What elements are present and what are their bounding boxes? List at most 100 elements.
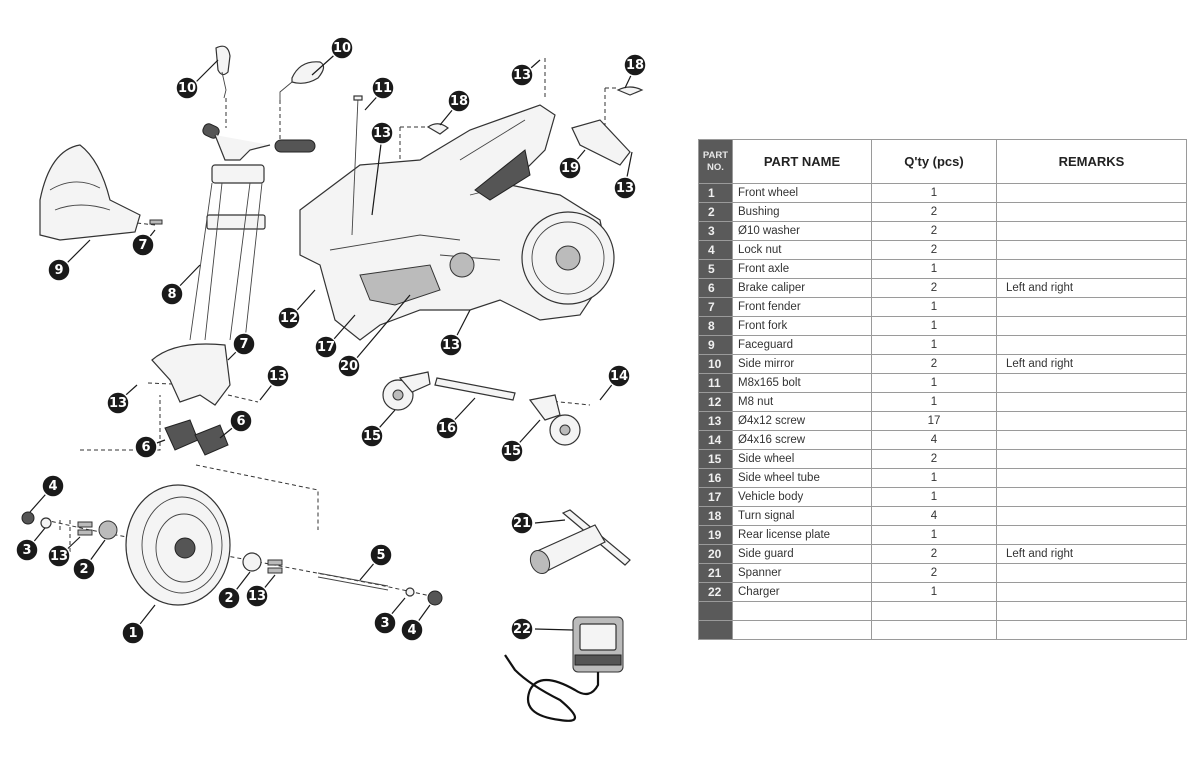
callout-badge xyxy=(131,233,155,257)
callout-screw-seat: 13 xyxy=(510,63,534,87)
part-no-cell: 14 xyxy=(698,430,733,450)
front-fender xyxy=(151,343,231,406)
part-no-cell: 7 xyxy=(698,297,733,317)
callout-number: 19 xyxy=(561,161,579,176)
callout-badge xyxy=(613,176,637,200)
table-header-row: PART NO. PART NAME Q'ty (pcs) REMARKS xyxy=(698,139,1187,184)
callout-number: 1 xyxy=(128,626,137,641)
qty-cell xyxy=(871,601,997,621)
callout-number: 14 xyxy=(610,369,628,384)
part-name-cell: Rear license plate xyxy=(732,525,872,545)
callout-side-guard: 20 xyxy=(337,354,361,378)
callout-number: 7 xyxy=(138,238,147,253)
callout-spanner: 21 xyxy=(510,511,534,535)
remarks-cell xyxy=(996,373,1187,393)
qty-cell: 1 xyxy=(871,392,997,412)
part-name-cell xyxy=(732,601,872,621)
callout-number: 6 xyxy=(141,440,150,455)
part-no-cell: 15 xyxy=(698,449,733,469)
callout-badge xyxy=(510,511,534,535)
lock-nut-right xyxy=(427,590,443,606)
qty-cell: 1 xyxy=(871,259,997,279)
callout-brake-caliper-right: 6 xyxy=(229,409,253,433)
part-name-cell: Front axle xyxy=(732,259,872,279)
callout-number: 10 xyxy=(333,41,351,56)
remarks-cell xyxy=(996,525,1187,545)
header-part-no-line2: NO. xyxy=(707,161,724,173)
part-no-cell: 22 xyxy=(698,582,733,602)
remarks-cell xyxy=(996,259,1187,279)
callout-number: 2 xyxy=(224,591,233,606)
callout-badge xyxy=(435,416,459,440)
callout-markers: 1010111318131819137981217201371313661415… xyxy=(15,36,647,645)
callout-number: 13 xyxy=(109,396,127,411)
callout-screw-plate: 13 xyxy=(613,176,637,200)
qty-cell: 1 xyxy=(871,183,997,203)
remarks-cell xyxy=(996,563,1187,583)
part-name-cell: Bushing xyxy=(732,202,872,222)
part-name-cell: Ø4x12 screw xyxy=(732,411,872,431)
remarks-cell xyxy=(996,582,1187,602)
qty-cell: 2 xyxy=(871,278,997,298)
part-name-cell: Ø4x16 screw xyxy=(732,430,872,450)
front-wheel xyxy=(125,484,231,606)
callout-screw-hub-left: 13 xyxy=(47,544,71,568)
callout-number: 3 xyxy=(22,543,31,558)
callout-number: 4 xyxy=(48,479,57,494)
callout-side-mirror-left: 10 xyxy=(175,76,199,100)
header-remarks: REMARKS xyxy=(996,139,1187,184)
remarks-cell xyxy=(996,487,1187,507)
turn-signal-front xyxy=(426,123,449,135)
part-name-cell: M8 nut xyxy=(732,392,872,412)
qty-cell: 17 xyxy=(871,411,997,431)
callout-number: 13 xyxy=(248,589,266,604)
callout-number: 13 xyxy=(269,369,287,384)
callout-number: 17 xyxy=(317,340,335,355)
qty-cell: 1 xyxy=(871,582,997,602)
callout-screw-fender-right: 13 xyxy=(266,364,290,388)
callout-screw-side-wheel: 14 xyxy=(607,364,631,388)
callout-badge xyxy=(314,335,338,359)
table-row xyxy=(698,601,1187,621)
callout-number: 4 xyxy=(407,623,416,638)
callout-screw-body: 13 xyxy=(370,121,394,145)
part-no-cell: 4 xyxy=(698,240,733,260)
part-no-cell: 1 xyxy=(698,183,733,203)
part-no-cell xyxy=(698,620,733,640)
remarks-cell: Left and right xyxy=(996,278,1187,298)
qty-cell: 1 xyxy=(871,525,997,545)
callout-number: 3 xyxy=(380,616,389,631)
callout-badge xyxy=(277,306,301,330)
header-part-no: PART NO. xyxy=(698,139,733,184)
callout-badge xyxy=(510,63,534,87)
part-no-cell: 20 xyxy=(698,544,733,564)
callout-badge xyxy=(106,391,130,415)
front-fork xyxy=(189,164,266,341)
brake-caliper-right xyxy=(194,424,229,456)
m8x165-bolt xyxy=(351,95,363,236)
qty-cell: 2 xyxy=(871,240,997,260)
callout-badge xyxy=(72,557,96,581)
callout-number: 11 xyxy=(374,81,392,96)
callout-side-mirror-right: 10 xyxy=(330,36,354,60)
part-name-cell: Brake caliper xyxy=(732,278,872,298)
qty-cell: 1 xyxy=(871,487,997,507)
callout-screw-underbody: 13 xyxy=(439,333,463,357)
callout-faceguard-screw: 7 xyxy=(131,233,155,257)
callout-badge xyxy=(134,435,158,459)
remarks-cell xyxy=(996,297,1187,317)
remarks-cell xyxy=(996,221,1187,241)
callout-brake-caliper-left: 6 xyxy=(134,435,158,459)
callout-badge xyxy=(360,424,384,448)
callout-number: 13 xyxy=(373,126,391,141)
callout-badge xyxy=(160,282,184,306)
qty-cell: 4 xyxy=(871,430,997,450)
callout-number: 9 xyxy=(54,263,63,278)
callout-badge xyxy=(558,156,582,180)
